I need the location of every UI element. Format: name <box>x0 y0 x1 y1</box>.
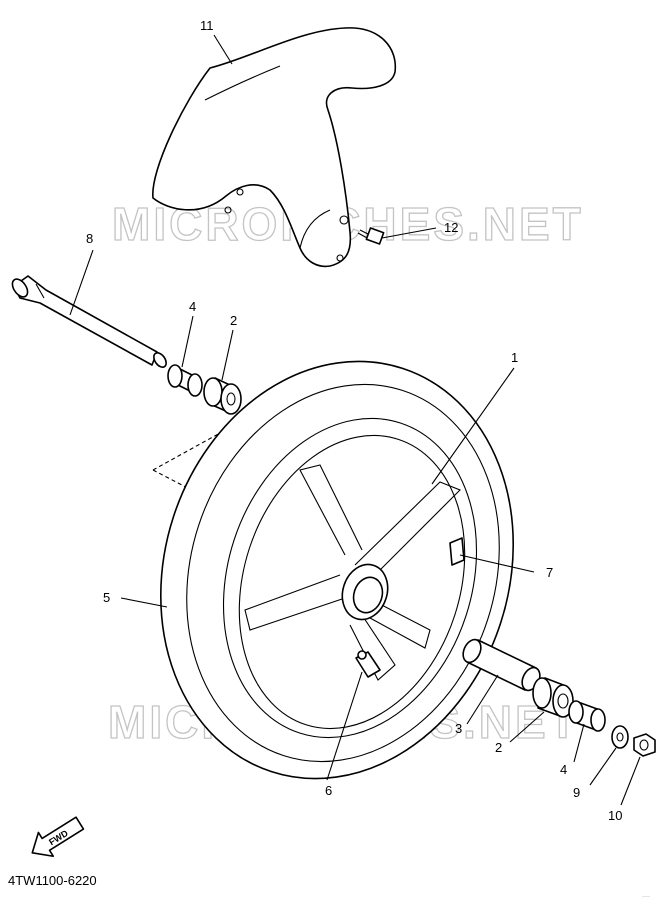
spacer-collar-right <box>568 700 606 732</box>
figure-code: 4TW1100-6220 <box>8 873 97 888</box>
callout-4b: 4 <box>560 762 567 777</box>
axle-nut <box>633 733 656 757</box>
leader-lines <box>69 34 641 806</box>
callout-4a: 4 <box>189 299 196 314</box>
callout-7: 7 <box>546 565 553 580</box>
callout-10: 10 <box>608 808 622 823</box>
fender-bolt <box>357 227 385 245</box>
callout-11: 11 <box>200 18 214 33</box>
bearing-left <box>203 377 242 415</box>
bearing-right <box>532 677 574 718</box>
callout-3: 3 <box>455 721 462 736</box>
spacer-tube <box>462 638 541 692</box>
fwd-arrow-icon: FWD <box>31 816 85 858</box>
front-wheel <box>159 360 515 780</box>
front-fender <box>152 27 397 268</box>
spacer-collar-left <box>167 364 203 397</box>
callout-9: 9 <box>573 785 580 800</box>
callout-2b: 2 <box>495 740 502 755</box>
callout-1: 1 <box>511 350 518 365</box>
callout-8: 8 <box>86 231 93 246</box>
corner-mark: ···· <box>642 894 650 900</box>
callout-12: 12 <box>444 220 458 235</box>
washer <box>611 725 629 749</box>
callout-2a: 2 <box>230 313 237 328</box>
callout-6: 6 <box>325 783 332 798</box>
front-axle <box>11 275 167 368</box>
callout-5: 5 <box>103 590 110 605</box>
